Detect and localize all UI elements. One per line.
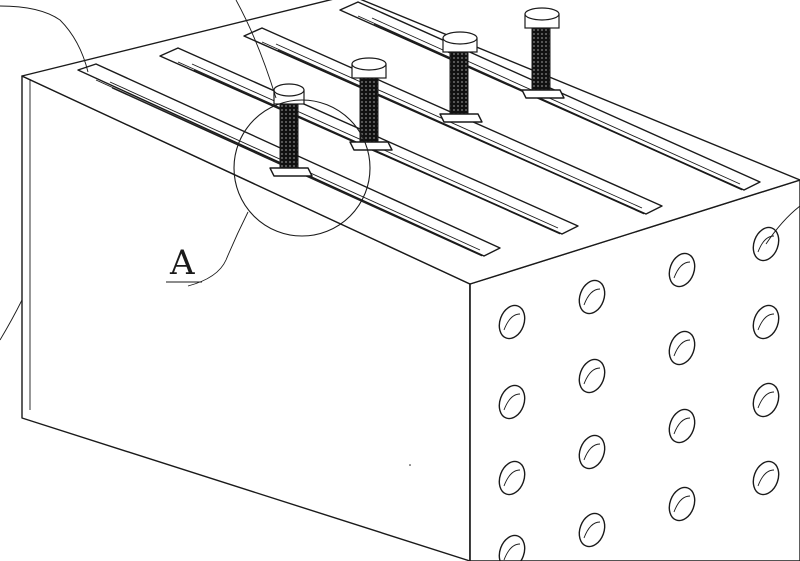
hole-icon [498, 304, 526, 340]
leader-line-detail [187, 211, 249, 287]
hole-icon [498, 460, 526, 496]
hole-icon [578, 358, 606, 394]
hole-icon [578, 279, 606, 315]
hole-icon [752, 460, 780, 496]
leader-line-bolt [235, 0, 277, 99]
bolt-1 [269, 83, 313, 177]
bolt-4 [521, 7, 565, 99]
hole-grid [498, 226, 780, 561]
hole-icon [752, 226, 780, 262]
leader-line-top-left [0, 5, 89, 73]
callout-label-a: A [169, 243, 195, 283]
bolt-icon [449, 51, 469, 117]
leader-line-right [765, 205, 800, 245]
hole-icon [752, 382, 780, 418]
hole-icon [668, 408, 696, 444]
hole-icon [578, 434, 606, 470]
bolt-icon [279, 103, 299, 171]
hole-icon [498, 384, 526, 420]
bolt-2 [349, 57, 393, 151]
bolt-icon [531, 27, 551, 93]
hole-icon [668, 330, 696, 366]
hole-icon [668, 252, 696, 288]
hole-icon [578, 512, 606, 548]
leader-line-left [0, 299, 23, 341]
detail-circle [233, 99, 371, 237]
hole-icon [498, 534, 526, 561]
bolt-icon [359, 77, 379, 145]
bolt-3 [439, 31, 483, 123]
hole-icon [752, 304, 780, 340]
hole-icon [668, 486, 696, 522]
